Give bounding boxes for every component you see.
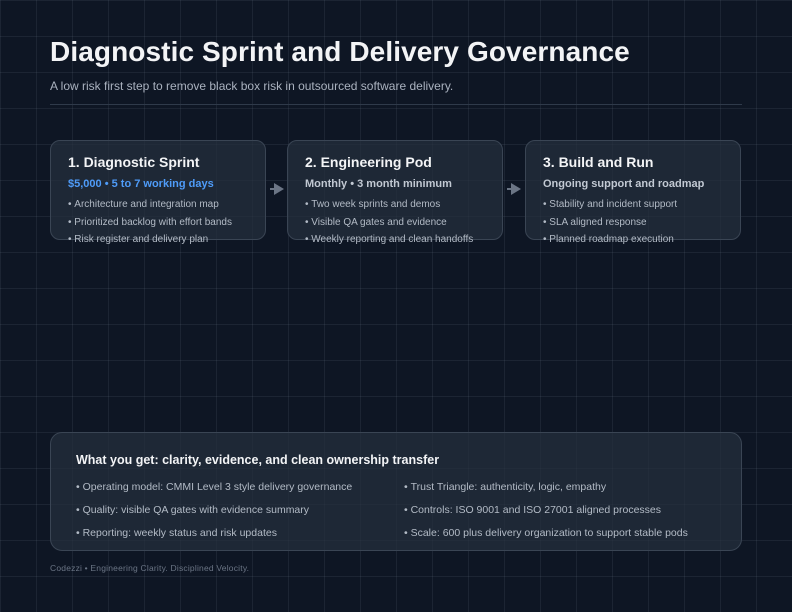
list-item: Scale: 600 plus delivery organization to… <box>404 526 688 549</box>
step-title: 3. Build and Run <box>543 154 654 170</box>
step-price-duration: $5,000 • 5 to 7 working days <box>68 178 214 190</box>
list-item: Architecture and integration map <box>68 198 232 216</box>
list-item: Planned roadmap execution <box>543 233 677 251</box>
page-subtitle: A low risk first step to remove black bo… <box>50 79 454 93</box>
step-deliverables: Two week sprints and demos Visible QA ga… <box>305 198 473 251</box>
list-item: Reporting: weekly status and risk update… <box>76 526 352 549</box>
step-title: 2. Engineering Pod <box>305 154 432 170</box>
list-item: Weekly reporting and clean handoffs <box>305 233 473 251</box>
list-item: Operating model: CMMI Level 3 style deli… <box>76 480 353 503</box>
step-terms: Ongoing support and roadmap <box>543 178 705 190</box>
list-item: SLA aligned response <box>543 216 677 234</box>
header-divider <box>50 104 742 105</box>
summary-panel: What you get: clarity, evidence, and cle… <box>50 432 742 551</box>
list-item: Visible QA gates and evidence <box>305 216 473 234</box>
step-card-build-and-run: 3. Build and Run Ongoing support and roa… <box>525 140 741 245</box>
step-card-diagnostic-sprint: 1. Diagnostic Sprint $5,000 • 5 to 7 wor… <box>50 140 266 245</box>
list-item: Risk register and delivery plan <box>68 233 232 251</box>
list-item: Trust Triangle: authenticity, logic, emp… <box>404 480 688 503</box>
step-title: 1. Diagnostic Sprint <box>68 154 200 170</box>
summary-list-right: Trust Triangle: authenticity, logic, emp… <box>404 480 688 549</box>
step-terms: Monthly • 3 month minimum <box>305 178 452 190</box>
step-deliverables: Stability and incident support SLA align… <box>543 198 677 251</box>
footer-tagline: Codezzi • Engineering Clarity. Disciplin… <box>50 563 250 573</box>
page-title: Diagnostic Sprint and Delivery Governanc… <box>50 36 630 67</box>
step-deliverables: Architecture and integration map Priorit… <box>68 198 232 251</box>
step-card-engineering-pod: 2. Engineering Pod Monthly • 3 month min… <box>287 140 503 245</box>
list-item: Controls: ISO 9001 and ISO 27001 aligned… <box>404 503 688 526</box>
arrow-right-icon <box>507 183 521 195</box>
list-item: Prioritized backlog with effort bands <box>68 216 232 234</box>
arrow-right-icon <box>270 183 284 195</box>
list-item: Two week sprints and demos <box>305 198 473 216</box>
list-item: Stability and incident support <box>543 198 677 216</box>
list-item: Quality: visible QA gates with evidence … <box>76 503 352 526</box>
summary-title: What you get: clarity, evidence, and cle… <box>76 453 440 467</box>
summary-list-left: Operating model: CMMI Level 3 style deli… <box>76 480 353 549</box>
